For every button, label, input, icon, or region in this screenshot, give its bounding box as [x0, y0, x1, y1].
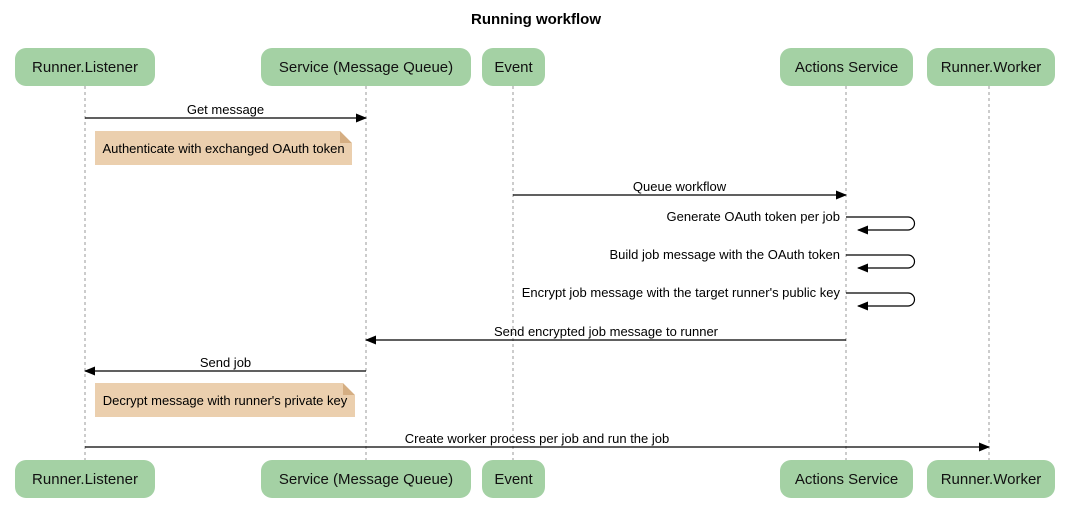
lifelines	[84, 86, 990, 460]
participant-service-message-queue-top: Service (Message Queue)	[261, 48, 471, 86]
note-text: Decrypt message with runner's private ke…	[102, 392, 348, 408]
note-text: Authenticate with exchanged OAuth token	[102, 140, 345, 156]
participant-label: Event	[494, 58, 533, 76]
participant-runner-worker-top: Runner.Worker	[927, 48, 1055, 86]
participant-event-top: Event	[482, 48, 545, 86]
participant-label: Runner.Listener	[32, 58, 138, 76]
message-label-generate-oauth-token: Generate OAuth token per job	[666, 209, 840, 224]
participant-runner-listener-top: Runner.Listener	[15, 48, 155, 86]
message-label-encrypt-job-message: Encrypt job message with the target runn…	[521, 285, 840, 300]
message-label-get-message: Get message	[186, 102, 265, 117]
participant-label: Service (Message Queue)	[278, 470, 454, 488]
participant-runner-worker-bottom: Runner.Worker	[927, 460, 1055, 498]
message-label-queue-workflow: Queue workflow	[632, 179, 727, 194]
participant-label: Runner.Listener	[32, 470, 138, 488]
participant-label: Actions Service	[794, 470, 899, 488]
participant-actions-service-bottom: Actions Service	[780, 460, 913, 498]
message-label-build-job-message: Build job message with the OAuth token	[609, 247, 840, 262]
diagram-title: Running workflow	[471, 11, 601, 28]
note-decrypt-private-key: Decrypt message with runner's private ke…	[95, 383, 355, 417]
message-label-send-encrypted-job-message: Send encrypted job message to runner	[493, 324, 719, 339]
note-authenticate-oauth-token: Authenticate with exchanged OAuth token	[95, 131, 352, 165]
participant-label: Actions Service	[794, 58, 899, 76]
arrow-self-generate-oauth-token	[846, 216, 916, 235]
participant-label: Event	[494, 470, 533, 488]
message-label-send-job: Send job	[199, 355, 252, 370]
participant-label: Runner.Worker	[940, 470, 1042, 488]
message-arrows	[84, 113, 990, 452]
participant-service-message-queue-bottom: Service (Message Queue)	[261, 460, 471, 498]
participant-runner-listener-bottom: Runner.Listener	[15, 460, 155, 498]
participant-label: Service (Message Queue)	[278, 58, 454, 76]
arrow-self-build-job-message	[846, 254, 916, 273]
participant-label: Runner.Worker	[940, 58, 1042, 76]
arrow-self-encrypt-job-message	[846, 292, 916, 311]
message-label-create-worker-process: Create worker process per job and run th…	[404, 431, 670, 446]
participant-event-bottom: Event	[482, 460, 545, 498]
participant-actions-service-top: Actions Service	[780, 48, 913, 86]
